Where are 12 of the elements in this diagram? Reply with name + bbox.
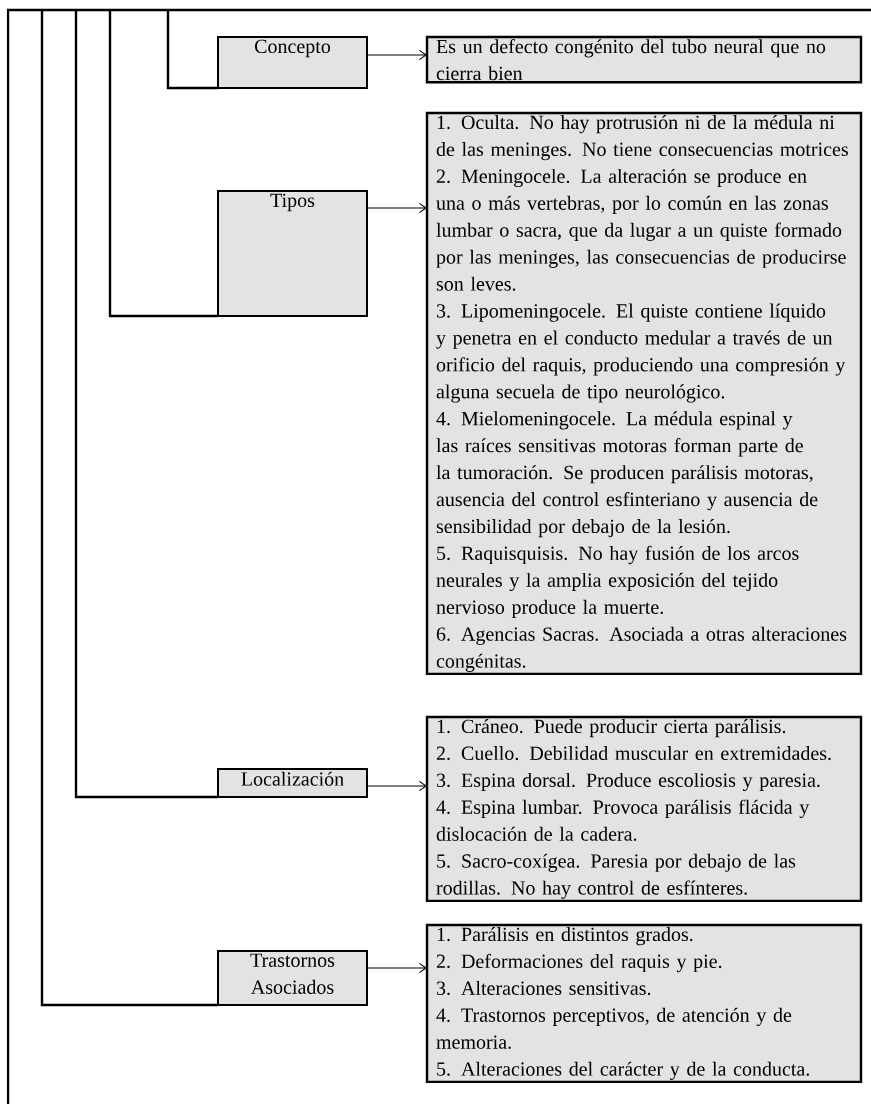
arrow bbox=[366, 780, 427, 792]
text-box: Es un defecto congénito del tubo neural que no cierra bien bbox=[425, 35, 863, 84]
arrow bbox=[366, 202, 427, 214]
label-box: Trastornos Asociados bbox=[217, 950, 368, 1006]
label-box: Localización bbox=[217, 768, 368, 798]
text-box: 1. Parálisis en distintos grados. 2. Deformaciones del raquis y pie. 3. Alteraciones sensitivas. 4. Trastornos perceptivos, de atención y de memoria. 5. Alteraciones del carácter y de la conducta. bbox=[425, 923, 863, 1084]
label-box: Tipos bbox=[217, 190, 368, 317]
text-box: 1. Oculta. No hay protrusión ni de la médula ni de las meninges. No tiene consecuencias motrices 2. Meningocele. La alteración se produce en una o más vertebras, por lo común en las zonas lumbar o sacra, que da lugar a un quiste formado por las meninges, las consecuencias de producirse son leves. 3. Lipomeningocele. El quiste contiene líquido y penetra en el conducto medular a través de un orificio del raquis, produciendo una compresión y alguna secuela de tipo neurológico. 4. Mielomeningocele. La médula espinal y las raíces sensitivas motoras forman parte de la tumoración. Se producen parálisis motoras, ausencia del control esfinteriano y ausencia de sensibilidad por debajo de la lesión. 5. Raquisquisis. No hay fusión de los arcos neurales y la amplia exposición del tejido nervioso produce la muerte. 6. Agencias Sacras. Asociada a otras alteraciones congénitas. bbox=[425, 111, 863, 676]
text-box: 1. Cráneo. Puede producir cierta parálisis. 2. Cuello. Debilidad muscular en extremidades. 3. Espina dorsal. Produce escoliosis y paresia. 4. Espina lumbar. Provoca parálisis flácida y dislocación de la cadera. 5. Sacro-coxígea. Paresia por debajo de las rodillas. No hay control de esfínteres. bbox=[425, 715, 863, 903]
label-box: Concepto bbox=[217, 36, 368, 89]
arrow bbox=[366, 49, 427, 61]
arrow bbox=[366, 962, 427, 974]
